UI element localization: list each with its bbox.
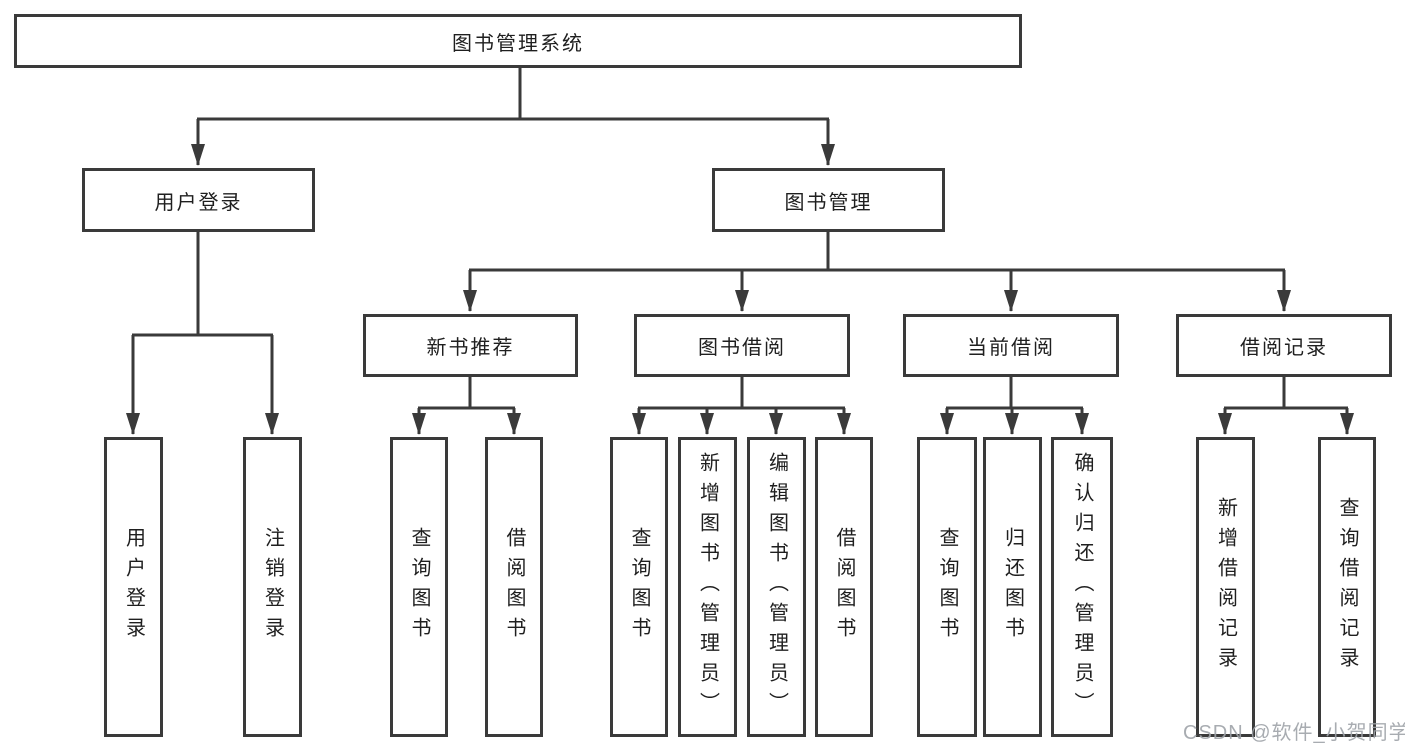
node-borrow-records: 借阅记录 xyxy=(1176,314,1392,377)
node-label: 借阅记录 xyxy=(1240,337,1328,359)
leaf-add-book-admin: 新增图书（管理员） xyxy=(678,437,737,737)
leaf-query-books-current: 查询图书 xyxy=(917,437,977,737)
leaf-borrow-books: 借阅图书 xyxy=(815,437,873,737)
leaf-label: 查询图书 xyxy=(936,527,958,647)
leaf-query-borrow-record: 查询借阅记录 xyxy=(1318,437,1376,737)
leaf-edit-book-admin: 编辑图书（管理员） xyxy=(747,437,806,737)
leaf-label: 确认归还（管理员） xyxy=(1071,452,1093,722)
leaf-label: 查询借阅记录 xyxy=(1336,497,1358,677)
node-label: 当前借阅 xyxy=(967,337,1055,359)
leaf-add-borrow-record: 新增借阅记录 xyxy=(1196,437,1255,737)
leaf-label: 新增借阅记录 xyxy=(1214,497,1237,677)
node-label: 图书管理 xyxy=(784,191,873,214)
node-book-management: 图书管理 xyxy=(712,168,945,232)
node-label: 用户登录 xyxy=(154,191,243,214)
leaf-query-books-recommend: 查询图书 xyxy=(390,437,448,737)
leaf-borrow-books-recommend: 借阅图书 xyxy=(485,437,543,737)
node-new-book-recommend: 新书推荐 xyxy=(363,314,578,377)
leaf-label: 用户登录 xyxy=(122,527,145,647)
node-current-borrow: 当前借阅 xyxy=(903,314,1119,377)
node-label: 图书借阅 xyxy=(698,337,786,359)
leaf-label: 借阅图书 xyxy=(833,527,855,647)
leaf-label: 查询图书 xyxy=(628,527,650,647)
watermark: CSDN @软件_小贺同学 xyxy=(1183,722,1405,744)
leaf-confirm-return-admin: 确认归还（管理员） xyxy=(1051,437,1113,737)
leaf-label: 借阅图书 xyxy=(503,527,525,647)
leaf-label: 查询图书 xyxy=(408,527,430,647)
leaf-user-login: 用户登录 xyxy=(104,437,163,737)
leaf-return-book: 归还图书 xyxy=(983,437,1042,737)
node-label: 新书推荐 xyxy=(426,337,515,359)
leaf-label: 注销登录 xyxy=(261,527,284,647)
node-user-login: 用户登录 xyxy=(82,168,315,232)
leaf-logout: 注销登录 xyxy=(243,437,302,737)
node-label: 图书管理系统 xyxy=(452,32,584,55)
leaf-query-books-borrow: 查询图书 xyxy=(610,437,668,737)
leaf-label: 编辑图书（管理员） xyxy=(765,452,788,722)
node-book-borrow: 图书借阅 xyxy=(634,314,850,377)
leaf-label: 新增图书（管理员） xyxy=(696,452,719,722)
node-root-library-system: 图书管理系统 xyxy=(14,14,1022,68)
leaf-label: 归还图书 xyxy=(1001,527,1024,647)
